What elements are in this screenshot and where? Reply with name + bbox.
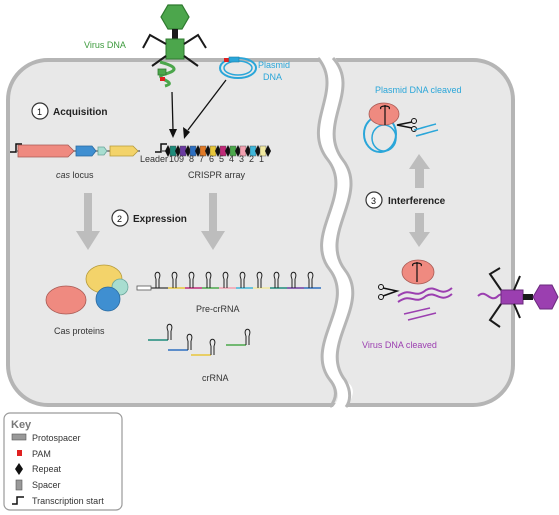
leader-label: Leader <box>140 154 168 164</box>
expression-arrow-right <box>201 193 225 250</box>
array-number: 10 <box>169 154 179 164</box>
plasmid-cleaved-label: Plasmid DNA cleaved <box>375 85 462 95</box>
repeat-diamond <box>175 145 181 157</box>
array-number: 7 <box>199 154 204 164</box>
bacterial-cell <box>6 55 515 410</box>
repeat-hairpin <box>256 271 263 288</box>
virus-dna-label: Virus DNA <box>84 40 126 50</box>
step-2-number: 2 <box>117 214 122 224</box>
crispr-array <box>155 143 271 157</box>
step-3-interference: 3 Interference <box>365 191 446 209</box>
protospacer-icon <box>11 433 27 441</box>
cas-proteins-label: Cas proteins <box>54 326 105 336</box>
repeat-icon <box>15 463 23 475</box>
array-number: 2 <box>249 154 254 164</box>
locus-word: locus <box>70 170 94 180</box>
virus-arrowhead <box>169 129 177 138</box>
repeat-hairpin <box>205 271 212 288</box>
plasmid-dna-label-line1: Plasmid <box>258 60 290 70</box>
repeat-diamond <box>245 145 251 157</box>
step-2-label: Expression <box>133 214 187 225</box>
step-3-number: 3 <box>371 196 376 206</box>
crrna-hairpin <box>166 323 173 340</box>
repeat-diamond <box>255 145 261 157</box>
repeat-diamond <box>225 145 231 157</box>
repeat-diamond <box>215 145 221 157</box>
virus-acquisition-arrow <box>171 91 174 131</box>
step-1-label: Acquisition <box>53 107 107 118</box>
expression-arrow-left <box>76 193 100 250</box>
crrna-label: crRNA <box>202 373 229 383</box>
cas-word: cas <box>56 170 71 180</box>
crrna-hairpin <box>186 333 193 350</box>
step-2-expression: 2 Expression <box>111 209 187 227</box>
repeat-hairpin <box>171 271 178 288</box>
array-number: 4 <box>229 154 234 164</box>
transcription-start-icon <box>12 496 24 505</box>
repeat-hairpin <box>154 271 161 288</box>
repeat-hairpin <box>290 271 297 288</box>
plasmid <box>219 56 257 79</box>
plasmid-cleavage <box>363 102 439 153</box>
key-item-pam: PAM <box>32 449 51 459</box>
key-item-protospacer: Protospacer <box>32 433 81 443</box>
key-title: Key <box>11 419 32 431</box>
key-item-repeat: Repeat <box>32 464 62 474</box>
pam-icon <box>17 450 22 456</box>
repeat-hairpin <box>222 271 229 288</box>
crispr-array-label: CRISPR array <box>188 170 246 180</box>
cas-proteins <box>45 264 129 315</box>
crrna-hairpin <box>209 338 216 355</box>
bacteriophage-right <box>477 267 559 328</box>
spacer-icon <box>15 479 23 491</box>
repeat-diamond <box>235 145 241 157</box>
pre-crrna <box>136 271 321 291</box>
array-number: 6 <box>209 154 214 164</box>
array-number: 5 <box>219 154 224 164</box>
virus-cleaved-label: Virus DNA cleaved <box>362 340 437 350</box>
step-1-acquisition: 1 Acquisition <box>31 102 107 120</box>
crrna <box>148 323 251 356</box>
key-item-spacer: Spacer <box>32 480 61 490</box>
crrna-hairpin <box>244 328 251 345</box>
repeat-diamond <box>165 145 171 157</box>
virus-dna-cleavage <box>378 259 453 321</box>
cas-locus-label: cas locus <box>56 170 94 180</box>
array-number: 9 <box>179 154 184 164</box>
repeat-diamond <box>205 145 211 157</box>
interference-arrows <box>409 154 430 247</box>
key-item-transcription-start: Transcription start <box>32 496 104 506</box>
plasmid-arrowhead <box>183 127 190 139</box>
key-panel: Key Protospacer PAM Repeat Spacer Transc… <box>3 412 123 511</box>
step-3-label: Interference <box>388 196 446 207</box>
repeat-hairpin <box>273 271 280 288</box>
array-number: 1 <box>259 154 264 164</box>
cas-locus <box>10 143 140 158</box>
array-number: 3 <box>239 154 244 164</box>
repeat-hairpin <box>188 271 195 288</box>
repeat-diamond <box>185 145 191 157</box>
step-1-number: 1 <box>37 107 42 117</box>
plasmid-dna-label-line2: DNA <box>263 72 282 82</box>
pre-crrna-label: Pre-crRNA <box>196 304 240 314</box>
repeat-diamond <box>195 145 201 157</box>
repeat-hairpin <box>239 271 246 288</box>
bacteriophage <box>142 4 207 88</box>
repeat-diamond <box>265 145 271 157</box>
repeat-hairpin <box>307 271 314 288</box>
array-number: 8 <box>189 154 194 164</box>
plasmid-acquisition-arrow <box>187 79 227 131</box>
